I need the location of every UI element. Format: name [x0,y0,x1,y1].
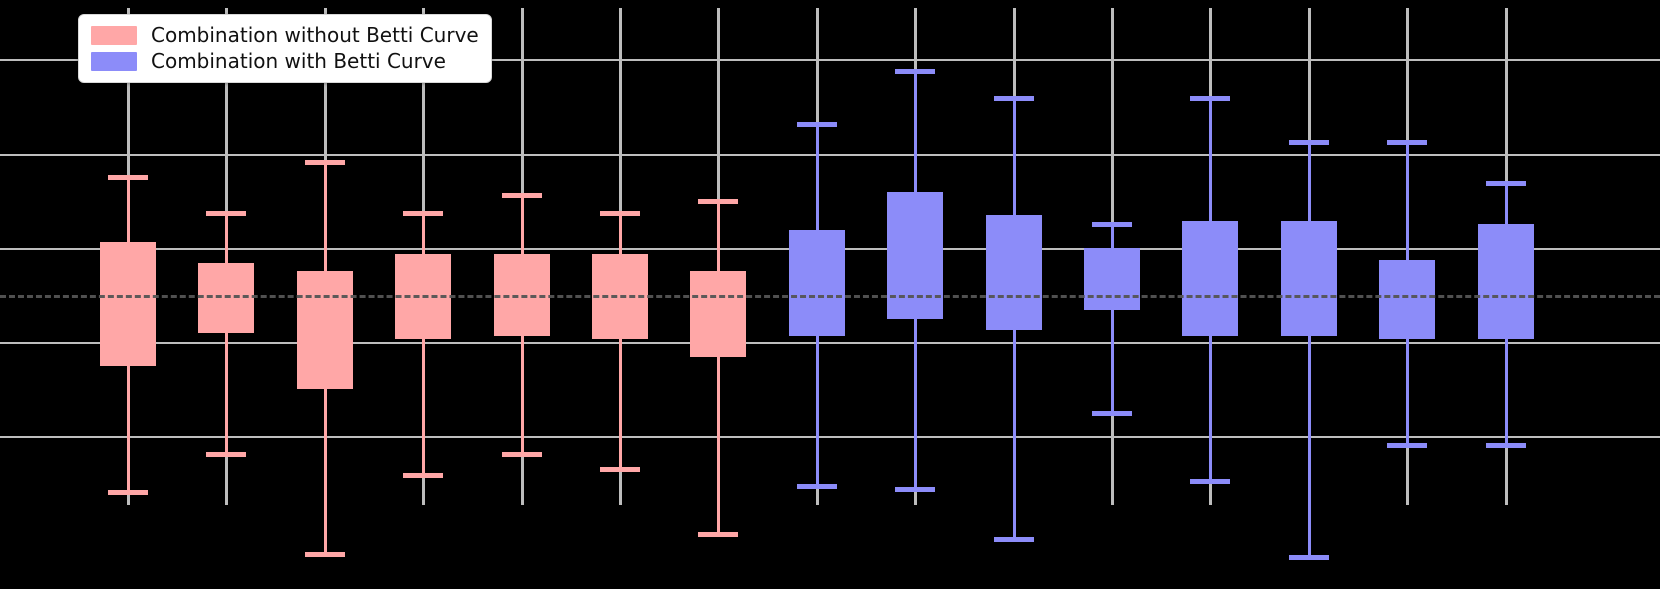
box-cap-lower [403,472,444,478]
box-cap-upper [1092,222,1132,228]
box-cap-lower [1288,555,1329,561]
box-cap-upper [698,198,739,204]
box-cap-upper [304,160,345,166]
box-cap-lower [895,487,936,493]
box-body [1084,247,1140,310]
box-body [985,215,1042,331]
box-cap-upper [993,95,1034,101]
box-body [1280,221,1337,337]
legend-item-without-betti: Combination without Betti Curve [91,22,479,48]
legend-label-without-betti: Combination without Betti Curve [151,23,479,47]
box-cap-lower [1092,410,1132,416]
box-body [1477,224,1534,340]
box-cap-upper [600,210,640,216]
box-whisker [619,212,622,469]
box-cap-lower [304,552,345,558]
y-axis-tick [62,153,72,156]
box-body [493,253,550,337]
gridline-horizontal [0,342,1660,345]
box-cap-upper [206,210,247,216]
box-cap-lower [600,466,640,472]
box-whisker [1111,224,1114,413]
gridline-horizontal [0,153,1660,156]
gridline-horizontal [0,436,1660,439]
box-cap-lower [1485,443,1526,449]
box-cap-lower [1190,478,1231,484]
box-body [1182,221,1239,337]
box-cap-lower [796,484,837,490]
reference-line [0,295,1660,298]
box-whisker [225,212,229,455]
box-whisker [717,200,721,534]
box-body [788,230,845,337]
box-cap-upper [108,175,148,181]
box-cap-upper [1387,139,1428,145]
y-axis-tick [62,342,72,345]
box-body [100,241,156,366]
legend-swatch-without-betti [91,25,137,45]
y-axis-tick [62,436,72,439]
box-cap-upper [796,122,837,128]
box-cap-upper [403,210,444,216]
box-cap-upper [501,192,542,198]
box-cap-upper [1485,181,1526,187]
box-cap-lower [1387,443,1428,449]
y-axis-tick [62,247,72,250]
legend-label-with-betti: Combination with Betti Curve [151,49,446,73]
legend-item-with-betti: Combination with Betti Curve [91,48,479,74]
box-cap-lower [993,537,1034,543]
y-axis-tick [62,59,72,62]
box-cap-lower [206,452,247,458]
box-cap-lower [501,452,542,458]
chart-legend: Combination without Betti Curve Combinat… [78,14,492,83]
box-whisker [422,212,426,475]
box-body [887,191,944,319]
box-cap-upper [1288,139,1329,145]
box-body [690,271,747,357]
box-cap-upper [1190,95,1231,101]
box-whisker [1307,141,1311,558]
box-cap-lower [698,531,739,537]
gridline-horizontal [0,59,1660,62]
box-cap-upper [895,69,936,75]
legend-swatch-with-betti [91,51,137,71]
box-body [1379,259,1436,340]
box-cap-lower [108,490,148,496]
box-body [296,271,353,390]
